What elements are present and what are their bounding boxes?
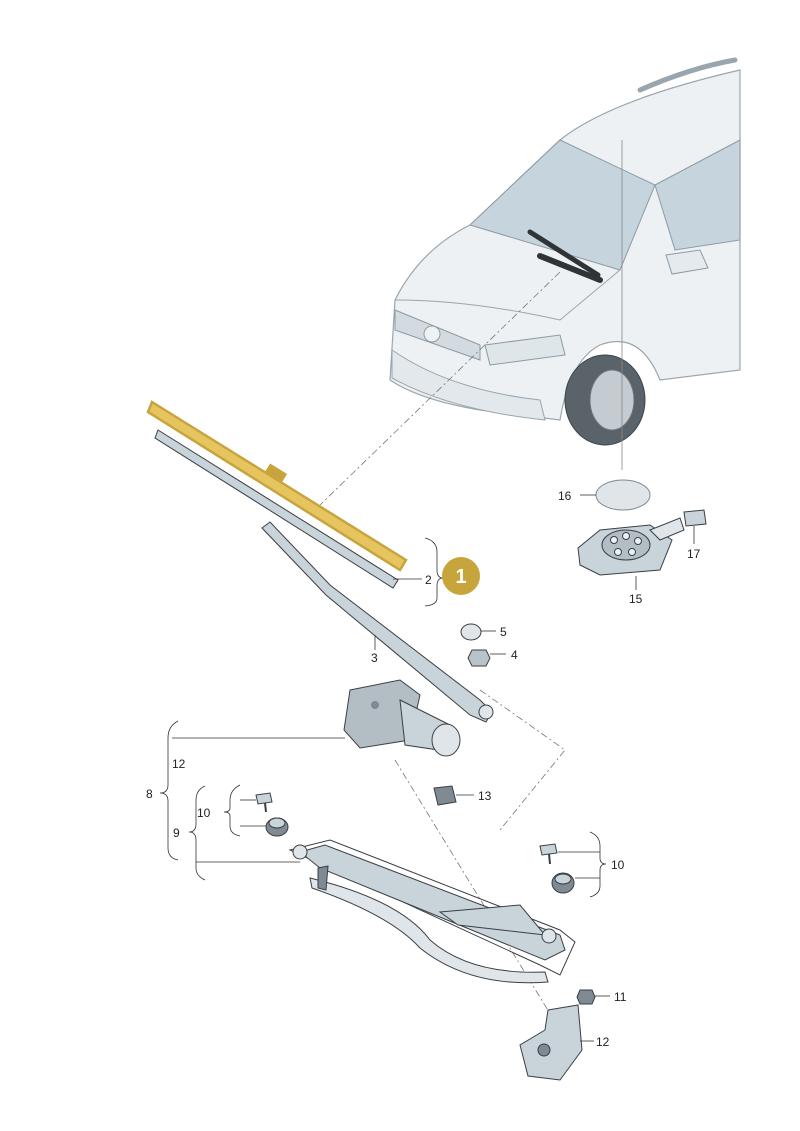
wiper-linkage <box>288 839 576 984</box>
rain-light-sensor <box>577 517 685 576</box>
cover-cap <box>460 623 482 641</box>
callout-8: 8 <box>146 787 153 801</box>
callout-5: 5 <box>500 625 507 639</box>
wiper-blade-highlighted[interactable] <box>146 400 408 572</box>
rubber-grommet <box>433 785 457 806</box>
wiper-rubber-insert <box>154 429 399 589</box>
callout-12-bracket: 12 <box>596 1035 610 1049</box>
bolt-left <box>255 792 273 813</box>
mounting-bracket <box>519 1004 583 1081</box>
callout-17: 17 <box>687 547 701 561</box>
hex-nut <box>467 649 491 667</box>
bush-left <box>265 817 289 837</box>
callout-10-left: 10 <box>197 806 211 820</box>
callout-badge-label: 1 <box>455 566 466 588</box>
callout-4: 4 <box>511 648 518 662</box>
callout-badge-1[interactable]: 1 <box>442 557 480 595</box>
callout-3: 3 <box>371 651 378 665</box>
sensor-connector <box>683 509 707 527</box>
callout-13: 13 <box>478 789 492 803</box>
callout-2: 2 <box>425 573 432 587</box>
callout-11: 11 <box>614 990 627 1004</box>
callout-9: 9 <box>173 826 180 840</box>
bolt-right <box>539 843 558 865</box>
callout-15: 15 <box>629 592 643 606</box>
callout-16: 16 <box>558 489 572 503</box>
sensor-pad <box>595 479 651 511</box>
nut-11 <box>576 989 596 1005</box>
bush-right <box>551 872 575 894</box>
callout-12-motor: 12 <box>172 757 186 771</box>
vehicle-illustration <box>389 57 741 470</box>
wiper-motor <box>343 679 461 757</box>
callout-10-right: 10 <box>611 858 625 872</box>
wiper-arm <box>261 521 494 723</box>
